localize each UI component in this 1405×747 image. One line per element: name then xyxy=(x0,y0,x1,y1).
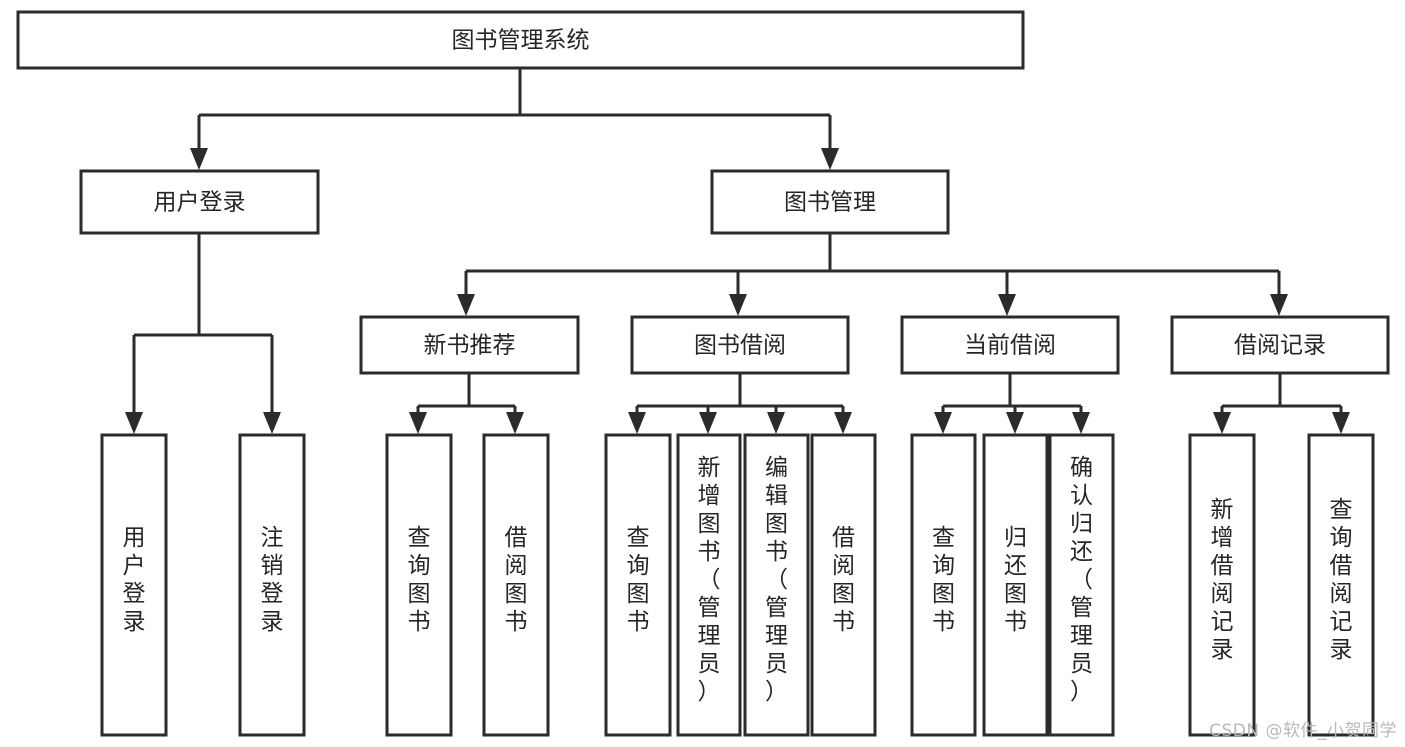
node-box-user-login[interactable] xyxy=(79,169,320,235)
node-label-leaf-query-books-recommend: 查询图书 xyxy=(408,525,431,635)
node-label-user-login: 用户登录 xyxy=(154,190,246,216)
node-label-current-borrow: 当前借阅 xyxy=(964,333,1056,359)
node-label-borrow-record: 借阅记录 xyxy=(1234,333,1326,359)
arrow-leaf-c3 xyxy=(1072,412,1090,434)
node-label-leaf-return-books: 归还图书 xyxy=(1004,525,1027,635)
node-box-leaf-return-books[interactable] xyxy=(982,433,1049,737)
node-box-book-borrow[interactable] xyxy=(630,315,850,375)
node-label-root: 图书管理系统 xyxy=(452,28,590,54)
arrow-current xyxy=(998,294,1016,316)
node-leaf-confirm-return-admin[interactable]: 确认归还（管理员） xyxy=(1048,433,1115,737)
node-book-borrow[interactable]: 图书借阅 xyxy=(630,315,850,375)
node-box-root[interactable] xyxy=(16,10,1025,70)
node-box-leaf-query-books-borrow[interactable] xyxy=(604,433,672,737)
arrow-borrow xyxy=(729,294,747,316)
node-box-leaf-add-borrow-record[interactable] xyxy=(1188,433,1256,737)
node-label-book-borrow: 图书借阅 xyxy=(694,333,786,359)
arrow-record xyxy=(1270,294,1288,316)
node-current-borrow[interactable]: 当前借阅 xyxy=(900,315,1120,375)
node-box-leaf-add-book-admin[interactable] xyxy=(676,433,742,737)
node-box-leaf-user-login[interactable] xyxy=(100,433,168,737)
node-box-leaf-logout[interactable] xyxy=(238,433,306,737)
arrow-leaf-logout xyxy=(263,412,281,434)
node-label-leaf-query-books-borrow: 查询图书 xyxy=(627,525,650,635)
node-label-leaf-edit-book-admin: 编辑图书（管理员） xyxy=(765,455,788,705)
node-label-leaf-logout: 注销登录 xyxy=(261,525,284,635)
arrow-leaf-b1 xyxy=(628,412,646,434)
arrow-leaf-r1 xyxy=(409,412,427,434)
node-box-leaf-borrow-books-borrow[interactable] xyxy=(810,433,877,737)
arrow-leaf-rec1 xyxy=(1213,412,1231,434)
node-label-book-management: 图书管理 xyxy=(784,190,876,216)
node-box-book-management[interactable] xyxy=(710,169,950,235)
node-leaf-add-borrow-record[interactable]: 新增借阅记录 xyxy=(1188,433,1256,737)
node-label-leaf-borrow-books-borrow: 借阅图书 xyxy=(832,525,855,635)
node-box-new-book-recommend[interactable] xyxy=(359,315,580,375)
node-leaf-add-book-admin[interactable]: 新增图书（管理员） xyxy=(676,433,742,737)
node-leaf-user-login[interactable]: 用户登录 xyxy=(100,433,168,737)
node-label-leaf-user-login: 用户登录 xyxy=(123,525,146,635)
arrow-leaf-b3 xyxy=(767,412,785,434)
node-user-login[interactable]: 用户登录 xyxy=(79,169,320,235)
arrow-leaf-user-login xyxy=(125,412,143,434)
node-label-leaf-add-borrow-record: 新增借阅记录 xyxy=(1211,497,1234,663)
node-box-leaf-borrow-books-recommend[interactable] xyxy=(482,433,550,737)
node-box-leaf-query-books-current[interactable] xyxy=(910,433,977,737)
node-box-borrow-record[interactable] xyxy=(1170,315,1390,375)
node-leaf-edit-book-admin[interactable]: 编辑图书（管理员） xyxy=(743,433,810,737)
node-leaf-borrow-books-recommend[interactable]: 借阅图书 xyxy=(482,433,550,737)
arrow-leaf-b4 xyxy=(834,412,852,434)
node-book-management[interactable]: 图书管理 xyxy=(710,169,950,235)
node-leaf-return-books[interactable]: 归还图书 xyxy=(982,433,1049,737)
node-leaf-query-books-current[interactable]: 查询图书 xyxy=(910,433,977,737)
node-box-leaf-query-borrow-record[interactable] xyxy=(1307,433,1375,737)
node-box-leaf-edit-book-admin[interactable] xyxy=(743,433,810,737)
node-label-leaf-query-borrow-record: 查询借阅记录 xyxy=(1330,497,1353,663)
node-label-new-book-recommend: 新书推荐 xyxy=(424,333,516,359)
csdn-watermark: CSDN @软件_小贺同学 xyxy=(1209,721,1397,741)
node-leaf-query-books-recommend[interactable]: 查询图书 xyxy=(385,433,453,737)
arrow-leaf-rec2 xyxy=(1332,412,1350,434)
arrow-leaf-c2 xyxy=(1006,412,1024,434)
node-leaf-logout[interactable]: 注销登录 xyxy=(238,433,306,737)
node-root[interactable]: 图书管理系统 xyxy=(16,10,1025,70)
node-label-leaf-query-books-current: 查询图书 xyxy=(932,525,955,635)
node-box-current-borrow[interactable] xyxy=(900,315,1120,375)
arrow-heads xyxy=(125,148,1350,434)
node-borrow-record[interactable]: 借阅记录 xyxy=(1170,315,1390,375)
arrow-leaf-c1 xyxy=(934,412,952,434)
node-label-leaf-add-book-admin: 新增图书（管理员） xyxy=(698,455,721,705)
diagram-nodes: 图书管理系统用户登录图书管理新书推荐图书借阅当前借阅借阅记录用户登录注销登录查询… xyxy=(16,10,1390,737)
arrow-book-management xyxy=(821,148,839,170)
node-leaf-query-borrow-record[interactable]: 查询借阅记录 xyxy=(1307,433,1375,737)
arrow-leaf-b2 xyxy=(699,412,717,434)
node-label-leaf-confirm-return-admin: 确认归还（管理员） xyxy=(1070,455,1093,705)
node-leaf-query-books-borrow[interactable]: 查询图书 xyxy=(604,433,672,737)
node-label-leaf-borrow-books-recommend: 借阅图书 xyxy=(505,525,528,635)
node-box-leaf-query-books-recommend[interactable] xyxy=(385,433,453,737)
node-box-leaf-confirm-return-admin[interactable] xyxy=(1048,433,1115,737)
node-leaf-borrow-books-borrow[interactable]: 借阅图书 xyxy=(810,433,877,737)
arrow-leaf-r2 xyxy=(506,412,524,434)
arrow-recommend xyxy=(457,294,475,316)
node-new-book-recommend[interactable]: 新书推荐 xyxy=(359,315,580,375)
arrow-user-login xyxy=(190,148,208,170)
